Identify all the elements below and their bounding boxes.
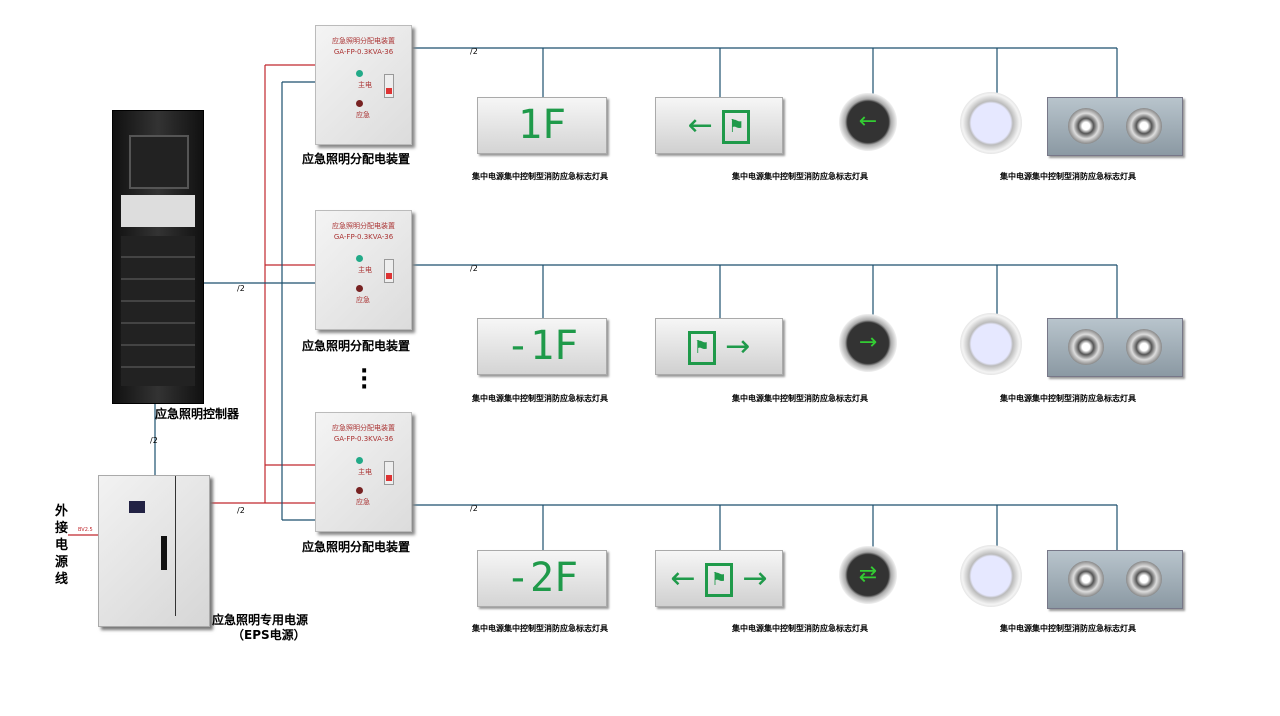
- eps-label: 应急照明专用电源: [212, 613, 309, 627]
- round-direction-sign: ←: [839, 93, 897, 151]
- distribution-box-label: 应急照明分配电装置: [302, 540, 411, 554]
- round-direction-sign: ⇄: [839, 546, 897, 604]
- lamp-caption: 集中电源集中控制型消防应急标志灯具: [732, 394, 868, 403]
- distribution-box-label: 应急照明分配电装置: [302, 339, 411, 353]
- switch: [384, 461, 394, 485]
- external-power-label: 外接电源线: [55, 504, 69, 587]
- exit-sign-both: ← ⚑ →: [655, 550, 783, 607]
- lamp-caption: 集中电源集中控制型消防应急标志灯具: [1000, 394, 1136, 403]
- wire-count-mark: /2: [237, 506, 245, 515]
- floor-sign: -1F: [477, 318, 607, 375]
- round-direction-sign: →: [839, 314, 897, 372]
- emergency-label: 应急: [356, 111, 370, 119]
- eps-sublabel: （EPS电源）: [232, 628, 306, 642]
- lamp-caption: 集中电源集中控制型消防应急标志灯具: [1000, 624, 1136, 633]
- twin-spot-emergency-light: [1047, 550, 1183, 609]
- emergency-indicator: [356, 285, 363, 292]
- main-power-indicator: [356, 457, 363, 464]
- lamp-caption: 集中电源集中控制型消防应急标志灯具: [732, 624, 868, 633]
- switch: [384, 259, 394, 283]
- wire-count-mark: /2: [470, 47, 478, 56]
- cable-spec: BV2.5: [78, 527, 93, 533]
- eps-handle: [161, 536, 167, 570]
- wire-count-mark: /2: [470, 264, 478, 273]
- controller-panel: [121, 195, 195, 227]
- twin-spot-emergency-light: [1047, 318, 1183, 377]
- twin-spot-emergency-light: [1047, 97, 1183, 156]
- wire-count-mark: /2: [237, 284, 245, 293]
- emergency-downlight: [960, 545, 1022, 607]
- floor-sign: 1F: [477, 97, 607, 154]
- main-label: 主电: [358, 468, 372, 476]
- exit-sign-left: ← ⚑: [655, 97, 783, 154]
- main-label: 主电: [358, 266, 372, 274]
- emergency-downlight: [960, 313, 1022, 375]
- lamp-caption: 集中电源集中控制型消防应急标志灯具: [472, 394, 608, 403]
- eps-display: [129, 501, 145, 513]
- exit-sign-right: ⚑ →: [655, 318, 783, 375]
- floor-sign: -2F: [477, 550, 607, 607]
- emergency-downlight: [960, 92, 1022, 154]
- wire-count-mark: /2: [470, 504, 478, 513]
- emergency-label: 应急: [356, 498, 370, 506]
- distribution-box-label: 应急照明分配电装置: [302, 152, 411, 166]
- controller-drawers: [121, 236, 195, 386]
- eps-cabinet: [98, 475, 210, 627]
- wire-count-mark: /2: [150, 436, 158, 445]
- ellipsis-more-boxes: ···: [360, 359, 369, 400]
- controller-screen: [129, 135, 189, 189]
- lamp-caption: 集中电源集中控制型消防应急标志灯具: [1000, 172, 1136, 181]
- lamp-caption: 集中电源集中控制型消防应急标志灯具: [472, 624, 608, 633]
- switch: [384, 74, 394, 98]
- controller-label: 应急照明控制器: [155, 407, 240, 421]
- lamp-caption: 集中电源集中控制型消防应急标志灯具: [472, 172, 608, 181]
- lamp-caption: 集中电源集中控制型消防应急标志灯具: [732, 172, 868, 181]
- main-power-indicator: [356, 70, 363, 77]
- main-label: 主电: [358, 81, 372, 89]
- emergency-indicator: [356, 100, 363, 107]
- emergency-label: 应急: [356, 296, 370, 304]
- emergency-lighting-controller: [112, 110, 204, 404]
- main-power-indicator: [356, 255, 363, 262]
- emergency-indicator: [356, 487, 363, 494]
